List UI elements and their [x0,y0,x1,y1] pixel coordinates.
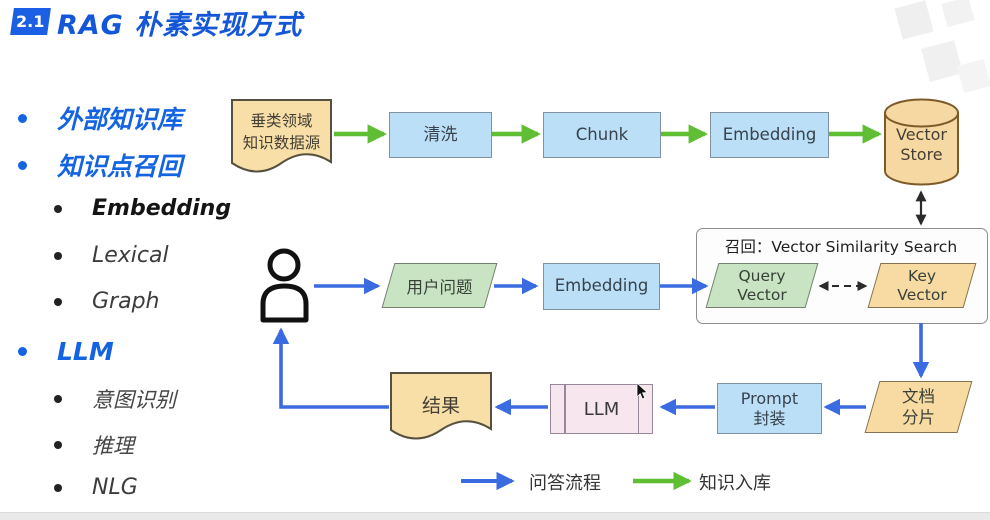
embedding-query-node: Embedding [543,263,660,310]
chunk-node: Chunk [543,112,661,158]
vector-store-cylinder-body [884,112,959,186]
source-document-label: 垂类领域 知识数据源 [242,112,321,152]
outline-label: 知识点召回 [57,152,183,181]
bullet-icon [54,251,62,260]
outline-label: LLM [57,337,114,366]
vector-store-cylinder-top [884,98,959,128]
query-vector-node: Query Vector [705,263,819,308]
bullet-icon [54,204,62,213]
outline-item-intent: 意图识别 [54,384,176,414]
outline-label: Embedding [92,196,232,221]
bullet-icon [54,441,62,449]
llm-inner-line [637,385,639,433]
bullet-icon [54,483,62,492]
outline-item-recall: 知识点召回 [18,147,182,183]
user-icon [260,248,309,323]
bullet-icon [18,347,27,356]
bullet-icon [18,113,27,123]
user-question-node: 用户问题 [381,263,498,308]
result-label: 结果 [421,394,460,417]
outline-item-reasoning: 推理 [54,430,134,460]
result-document-shape [390,372,492,440]
legend-ingest-label: 知识入库 [699,473,771,494]
bullet-icon [18,160,27,170]
clean-node: 清洗 [389,112,492,158]
outline-item-external-kb: 外部知识库 [18,100,182,136]
outline-item-llm: LLM [18,337,114,366]
outline-item-embedding: Embedding [54,196,231,221]
outline-item-lexical: Lexical [54,243,169,268]
recall-title: 召回：Vector Similarity Search [724,238,958,256]
bottom-edge-strip [0,512,990,520]
outline-label: 意图识别 [92,388,176,412]
section-number: 2.1 [16,12,45,31]
source-document-shape [231,99,332,173]
outline-item-graph: Graph [54,289,159,314]
outline-item-nlg: NLG [54,475,138,500]
bullet-icon [54,297,62,306]
outline-label: Lexical [92,243,169,268]
outline-label: 推理 [92,434,134,458]
outline-label: 外部知识库 [57,105,183,134]
doc-chunks-node: 文档 分片 [864,381,973,433]
embedding-ingest-node: Embedding [710,112,829,158]
llm-inner-line [564,385,566,433]
legend-qa-label: 问答流程 [529,473,601,494]
section-number-badge: 2.1 [10,8,51,35]
vector-store-label: Vector Store [896,125,947,164]
outline-label: NLG [92,475,138,500]
llm-node: LLM [550,384,653,434]
bullet-icon [54,395,62,403]
outline-label: Graph [92,289,160,314]
key-vector-node: Key Vector [867,263,977,308]
page-title: RAG 朴素实现方式 [57,10,303,41]
